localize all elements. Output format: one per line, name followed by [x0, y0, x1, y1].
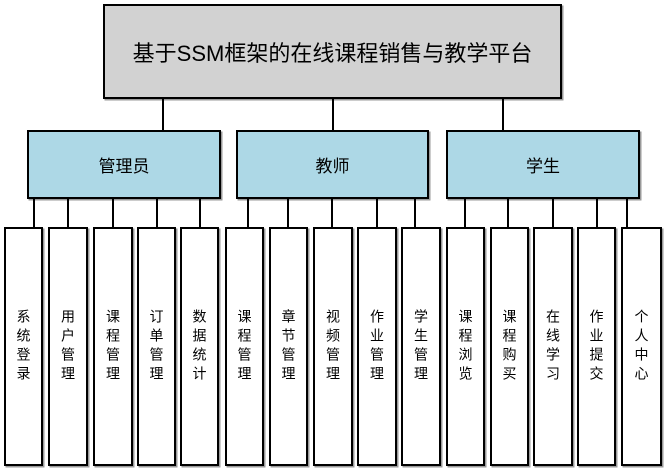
leaf-label: 数据统计: [191, 308, 208, 385]
leaf-label: 作业提交: [588, 308, 605, 385]
diagram-title: 基于SSM框架的在线课程销售与教学平台: [132, 40, 533, 66]
leaf-label: 系统登录: [15, 308, 32, 385]
leaf-box-order-management: 订单管理: [137, 227, 176, 466]
connector-admin-2: [67, 197, 69, 228]
connector-root-student: [502, 99, 504, 132]
connector-teacher-3: [331, 197, 333, 228]
connector-teacher-5: [414, 197, 416, 228]
connector-teacher-2: [287, 197, 289, 228]
group-box-admin: 管理员: [27, 130, 221, 199]
group-label-admin: 管理员: [98, 157, 150, 176]
connector-teacher-4: [376, 197, 378, 228]
group-box-teacher: 教师: [236, 130, 429, 199]
leaf-box-course-purchase: 课程购买: [490, 227, 529, 466]
connector-student-4: [596, 197, 598, 228]
diagram-root-box: 基于SSM框架的在线课程销售与教学平台: [103, 4, 562, 99]
connector-admin-4: [156, 197, 158, 228]
connector-student-3: [552, 197, 554, 228]
leaf-label: 在线学习: [545, 308, 561, 385]
leaf-label: 订单管理: [148, 308, 165, 385]
group-label-student: 学生: [526, 157, 560, 176]
leaf-box-user-management: 用户管理: [48, 227, 88, 466]
leaf-box-video-management: 视频管理: [313, 227, 353, 466]
leaf-box-student-management: 学生管理: [401, 227, 441, 466]
leaf-label: 章节管理: [280, 308, 297, 385]
leaf-box-system-login: 系统登录: [4, 227, 43, 466]
leaf-box-course-management-admin: 课程管理: [93, 227, 133, 466]
connector-root-teacher: [332, 99, 334, 132]
leaf-box-course-browse: 课程浏览: [446, 227, 485, 466]
leaf-label: 课程管理: [236, 308, 253, 385]
group-box-student: 学生: [446, 130, 640, 199]
connector-admin-1: [33, 197, 35, 228]
leaf-label: 用户管理: [60, 308, 76, 385]
connector-teacher-1: [247, 197, 249, 228]
group-label-teacher: 教师: [315, 157, 350, 176]
leaf-label: 课程购买: [501, 308, 518, 385]
connector-root-admin: [162, 99, 164, 132]
connector-admin-3: [112, 197, 114, 228]
leaf-label: 学生管理: [413, 308, 429, 385]
leaf-label: 作业管理: [369, 308, 385, 385]
connector-student-2: [507, 197, 509, 228]
leaf-box-course-management-teacher: 课程管理: [225, 227, 264, 466]
leaf-label: 课程管理: [105, 308, 121, 385]
leaf-label: 课程浏览: [457, 308, 474, 385]
leaf-box-personal-center: 个人中心: [621, 227, 662, 466]
leaf-box-data-statistics: 数据统计: [180, 227, 219, 466]
connector-student-1: [464, 197, 466, 228]
leaf-label: 个人中心: [633, 308, 650, 385]
leaf-box-homework-submit: 作业提交: [577, 227, 616, 466]
connector-student-5: [626, 197, 628, 228]
leaf-box-online-learning: 在线学习: [533, 227, 573, 466]
leaf-label: 视频管理: [325, 308, 341, 385]
leaf-box-homework-management: 作业管理: [357, 227, 397, 466]
leaf-box-chapter-management: 章节管理: [269, 227, 308, 466]
connector-admin-5: [199, 197, 201, 228]
